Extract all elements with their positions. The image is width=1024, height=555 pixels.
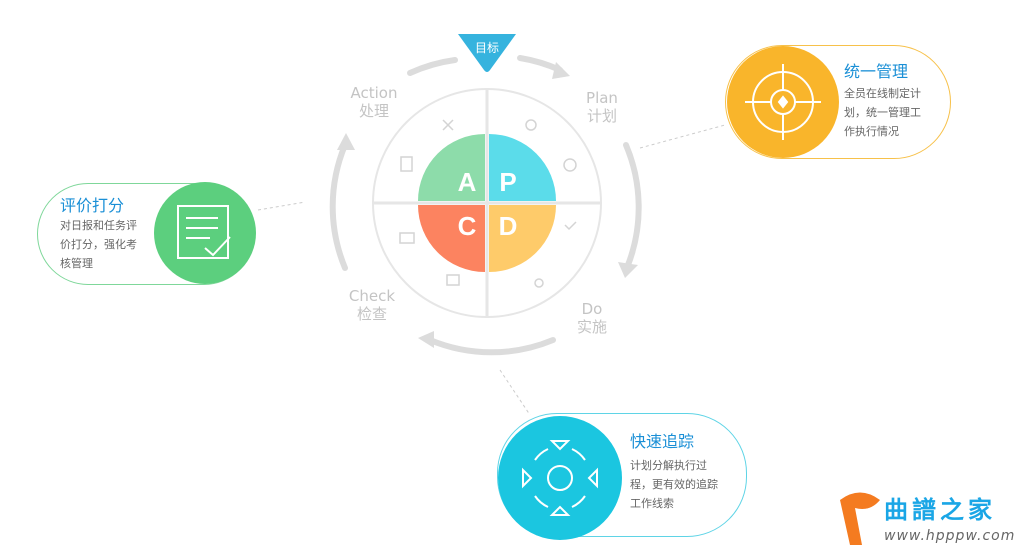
goal-label: 目标 [475,41,499,55]
check-cn: 检查 [357,305,387,323]
card-evaluate: 评价打分 对日报和任务评价打分，强化考核管理 [37,183,255,285]
ring-arc [517,55,563,73]
card-manage: 统一管理 全员在线制定计划，统一管理工作执行情况 [725,45,951,159]
arrow-head-icon [337,133,355,150]
ring-arc [427,337,556,356]
letter-d: D [499,211,518,241]
quadrant-action [418,134,485,201]
action-en: Action [351,84,398,102]
card-track: 快速追踪 计划分解执行过程，更有效的追踪工作线索 [497,413,747,537]
quadrant-check [418,205,485,272]
arrow-head-icon [418,331,434,348]
letter-c: C [458,211,477,241]
arrow-head-icon [618,262,638,278]
card-desc: 全员在线制定计划，统一管理工作执行情况 [844,87,921,138]
schedule-icon [534,278,544,288]
watermark-name: 曲譜之家 [884,496,996,524]
tools-icon [442,119,454,131]
arrow-head-icon [552,62,570,79]
goal-badge [458,34,516,72]
ring-arc [407,57,458,76]
image-icon [446,274,460,286]
plan-cn: 计划 [587,107,617,125]
quadrant-do [489,205,556,272]
card-title: 统一管理 [844,62,909,81]
card-title: 评价打分 [60,196,125,215]
letter-a: A [458,167,477,197]
do-en: Do [582,300,603,318]
target-icon [563,158,577,172]
connector-track [499,369,531,416]
card-title: 快速追踪 [630,432,695,451]
action-cn: 处理 [359,102,389,120]
quadrant-plan [489,134,556,201]
comment-icon [399,232,415,244]
card-desc: 对日报和任务评价打分，强化考核管理 [60,219,137,270]
connector-manage [639,124,726,149]
document-icon [400,156,413,172]
check-en: Check [349,287,395,305]
alarm-clock-icon [525,119,537,131]
plan-en: Plan [586,89,618,107]
ring-arc [329,142,348,271]
do-cn: 实施 [577,318,607,336]
ring-arc [623,142,642,268]
card-desc: 计划分解执行过程，更有效的追踪工作线索 [630,459,718,510]
letter-p: P [499,167,516,197]
connector-evaluate [257,201,306,211]
watermark-url: www.hpppw.com [884,528,1016,544]
check-icon [564,221,577,231]
